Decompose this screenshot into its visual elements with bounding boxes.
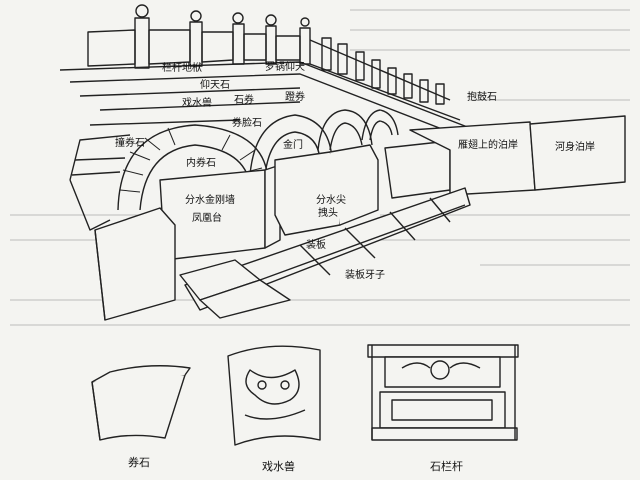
xishui-beast-label: 戏水兽: [182, 98, 212, 109]
paving-slabs: [179, 187, 471, 319]
railing-panels: [87, 29, 461, 121]
arch-stone-caption: 券石: [128, 456, 150, 469]
arches: [117, 109, 399, 211]
pier-cap-label: 蹬券: [285, 92, 305, 103]
golden-gate-label: 金门: [283, 140, 303, 151]
slab-tooth-label: 装板牙子: [345, 270, 385, 281]
luoguo-heaven-label: 罗锅仰天: [265, 62, 305, 73]
paving-slab-label: 装板: [306, 240, 326, 251]
railing-foundation-label: 栏杆地栿: [162, 63, 202, 74]
wall-arch-stone-label: 撞券石: [115, 138, 145, 149]
detail-arch-stone: [91, 365, 191, 441]
drum-stone-label: 抱鼓石: [467, 92, 497, 103]
arch-face-stone-label: 券脸石: [232, 118, 262, 129]
arch-stone-label: 石券: [234, 95, 254, 106]
pier-head-label: 拽头: [318, 208, 338, 219]
wing-revetment-label: 雁翅上的泊岸: [458, 140, 518, 151]
heavenly-stone-label: 仰天石: [200, 80, 230, 91]
vajra-wall-label: 分水金刚墙: [185, 195, 235, 206]
left-abutment: [69, 134, 131, 231]
front-block: [94, 207, 176, 321]
railing-caption: 石栏杆: [430, 460, 463, 473]
piers: [159, 115, 626, 261]
detail-railing: [367, 344, 519, 441]
arch-voussoirs: [119, 127, 263, 193]
beast-caption: 戏水兽: [262, 460, 295, 473]
inner-arch-stone-label: 内券石: [186, 158, 216, 169]
detail-beast-stone: [227, 345, 321, 446]
phoenix-platform-label: 凤凰台: [192, 213, 222, 224]
cutwater-tip-label: 分水尖: [316, 195, 346, 206]
railing-posts: [134, 4, 445, 105]
river-revetment-label: 河身泊岸: [555, 142, 595, 153]
